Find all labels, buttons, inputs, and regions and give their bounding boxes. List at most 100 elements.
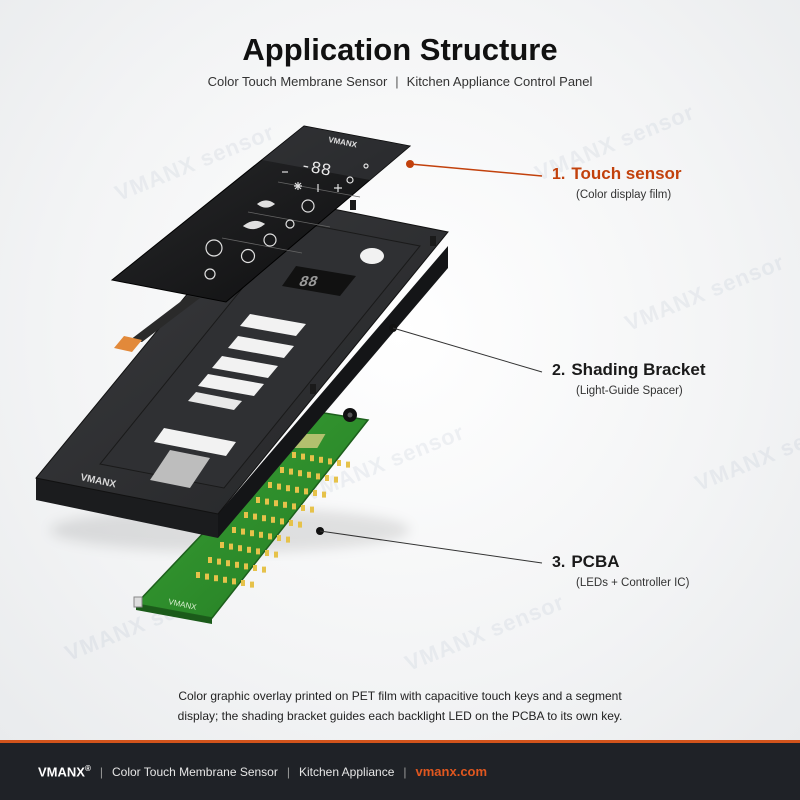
exploded-view-diagram: VMANX 88 VMANX	[35, 125, 543, 624]
callout-pcba: 3. PCBA (LEDs + Controller IC)	[552, 552, 689, 589]
callout-description: (Color display film)	[576, 189, 672, 201]
plus-icon	[334, 184, 342, 192]
snowflake-icon	[285, 219, 295, 229]
registered-mark: ®	[84, 763, 91, 773]
pcb-led-pad	[196, 572, 200, 578]
pcb-led-pad	[217, 558, 221, 565]
pcb-led-pad	[241, 580, 245, 586]
pcb-led-pads	[196, 452, 350, 588]
subtitle-left: Color Touch Membrane Sensor	[207, 74, 388, 89]
pcb-led-pad	[244, 563, 248, 570]
timer-key-icon	[240, 248, 256, 264]
flex-tail	[130, 296, 200, 342]
pcb-led-pad	[337, 460, 341, 466]
wave-icon	[256, 200, 276, 208]
mode-key-icon	[263, 233, 277, 247]
pcb-led-pad	[310, 506, 314, 513]
footer-separator: |	[286, 764, 290, 779]
pcb-led-pad	[229, 543, 233, 550]
pcb-led-pad	[334, 476, 338, 483]
pcb-led-pad	[235, 561, 239, 568]
pcb-led-pad	[280, 467, 284, 473]
pcb-led-pad	[298, 521, 302, 528]
pcb-led-pad	[346, 461, 350, 468]
page-title: Application Structure	[242, 32, 558, 67]
pcb-led-pad	[253, 565, 257, 571]
pcb-led-pad	[292, 503, 296, 510]
pcb-led-pad	[292, 452, 296, 458]
pcb-led-pad	[319, 456, 323, 463]
pcb-led-pad	[274, 500, 278, 507]
svg-text:88: 88	[296, 273, 320, 290]
pcb-led-pad	[307, 471, 311, 478]
leaf-icon	[242, 220, 266, 230]
snow-key-icon	[294, 182, 302, 190]
pcb-led-pad	[208, 557, 212, 563]
pcb-led-pad	[289, 520, 293, 526]
pcb-led-pad	[223, 576, 227, 583]
film-key-icons	[204, 163, 369, 280]
flex-tail-contact	[114, 336, 142, 352]
pcb-led-pad	[238, 545, 242, 552]
pcb-led-pad	[256, 548, 260, 555]
pcb-led-pad	[214, 575, 218, 582]
callout-description: (LEDs + Controller IC)	[576, 577, 690, 589]
callout-title: Touch sensor	[571, 164, 682, 183]
callout-number: 1.	[552, 166, 566, 183]
pcb-led-pad	[277, 535, 281, 541]
pcb-led-pad	[298, 470, 302, 477]
footer-item: Kitchen Appliance	[298, 764, 395, 779]
pcb-led-pad	[220, 542, 224, 548]
pcb-led-pad	[322, 491, 326, 498]
pcb-led-pad	[259, 531, 263, 538]
power-key-icon	[204, 268, 216, 280]
pcb-led-pad	[262, 566, 266, 573]
shading-bracket: 88 VMANX	[35, 195, 449, 538]
pcb-led-pad	[325, 475, 329, 481]
footer-website-link[interactable]: vmanx.com	[415, 764, 488, 779]
description-line: display; the shading bracket guides each…	[177, 709, 623, 723]
pcb-led-pad	[274, 551, 278, 558]
touch-sensor-film: VMANX -88	[110, 125, 412, 352]
fan-key-icon	[301, 199, 315, 213]
footer-separator: |	[99, 764, 103, 779]
callout-title: Shading Bracket	[571, 360, 706, 379]
callout-title: PCBA	[571, 552, 620, 571]
pcb-led-pad	[262, 515, 266, 522]
bracket-segment-window: 88	[282, 266, 356, 296]
footer-brand: VMANX®	[38, 764, 91, 779]
pcba-leader	[319, 530, 543, 564]
pcb-led-pad	[271, 516, 275, 523]
pcb-led-pad	[289, 468, 293, 475]
pcb-led-pad	[301, 505, 305, 511]
pcb-led-pad	[295, 486, 299, 493]
pcb-led-pad	[286, 536, 290, 543]
subtitle-separator: |	[395, 74, 399, 89]
footer-item: Color Touch Membrane Sensor	[111, 764, 278, 779]
subtitle-right: Kitchen Appliance Control Panel	[406, 74, 593, 89]
pcb-led-pad	[328, 458, 332, 465]
description-block: Color graphic overlay printed on PET fil…	[100, 686, 700, 726]
pcb-connector	[133, 596, 143, 608]
pcb-led-pad	[241, 528, 245, 535]
pcb-led-pad	[250, 581, 254, 588]
footer-brand-name: VMANX	[38, 764, 85, 780]
pcb-led-pad	[226, 560, 230, 567]
pcb-led-pad	[277, 483, 281, 490]
touch-sensor-leader	[409, 163, 543, 177]
leader-lines	[316, 160, 543, 564]
callout-description: (Light-Guide Spacer)	[576, 385, 683, 397]
ai-key-icon	[205, 239, 223, 257]
pcb-led-pad	[280, 518, 284, 525]
pcb-led-pad	[250, 530, 254, 537]
pcba-board: VMANX	[133, 408, 370, 624]
pcb-led-pad	[232, 527, 236, 533]
bracket-leader	[392, 327, 543, 373]
pcb-led-pad	[304, 488, 308, 495]
callout-number: 3.	[552, 554, 566, 571]
pcb-led-pad	[244, 512, 248, 518]
pcb-led-pad	[205, 573, 209, 580]
callout-shading-bracket: 2.Shading Bracket (Light-Guide Spacer)	[552, 360, 706, 397]
pcb-led-pad	[265, 550, 269, 556]
pcb-led-pad	[253, 513, 257, 520]
